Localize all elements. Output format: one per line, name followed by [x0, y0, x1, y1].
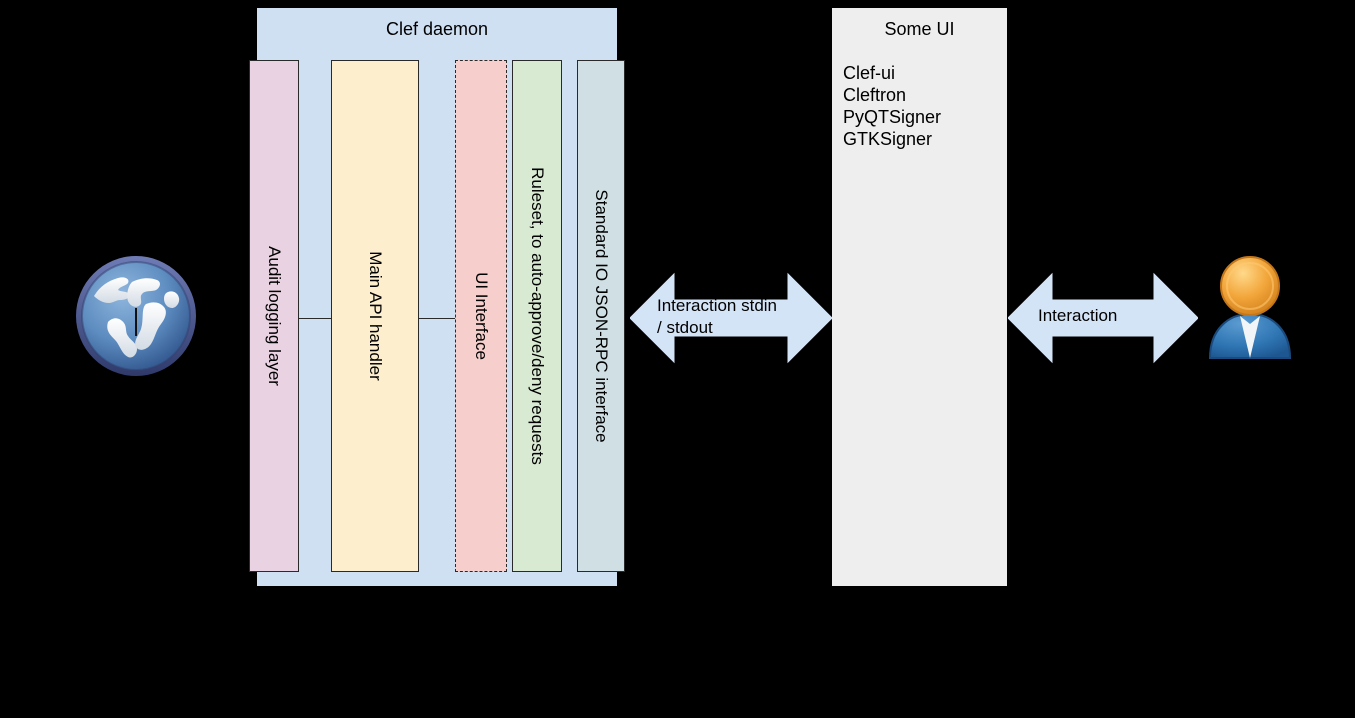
- globe-icon: [72, 252, 200, 380]
- connector-audit-api: [299, 318, 331, 319]
- interaction-arrow: [1008, 272, 1198, 364]
- list-item: Cleftron: [843, 85, 907, 105]
- layer-audit-logging[interactable]: Audit logging layer: [249, 60, 299, 572]
- list-item: PyQTSigner: [843, 107, 942, 127]
- some-ui-title: Some UI: [884, 19, 955, 39]
- layer-stdio-jsonrpc-label: Standard IO JSON-RPC interface: [592, 189, 611, 443]
- layer-main-api-handler[interactable]: Main API handler: [331, 60, 419, 572]
- some-ui-container: [832, 8, 1007, 586]
- layer-audit-logging-label: Audit logging layer: [265, 246, 284, 386]
- user-icon: [1204, 252, 1296, 360]
- layer-ruleset[interactable]: Ruleset, to auto-approve/deny requests: [512, 60, 562, 572]
- stdio-arrow-label: Interaction stdin / stdout: [657, 296, 778, 337]
- layer-ruleset-label: Ruleset, to auto-approve/deny requests: [528, 167, 547, 465]
- list-item: Clef-ui: [843, 63, 896, 83]
- stdio-arrow: [630, 272, 832, 364]
- layer-main-api-handler-label: Main API handler: [366, 251, 385, 381]
- list-item: GTKSigner: [843, 129, 933, 149]
- layer-ui-interface-label: UI Interface: [472, 272, 491, 360]
- connector-api-ui: [418, 318, 455, 319]
- clef-daemon-title: Clef daemon: [385, 19, 489, 39]
- interaction-arrow-label: Interaction: [1038, 306, 1118, 325]
- layer-ui-interface[interactable]: UI Interface: [455, 60, 507, 572]
- clef-daemon-container: [257, 8, 617, 586]
- some-ui-list: Clef-ui Cleftron PyQTSigner GTKSigner: [843, 62, 1003, 150]
- layer-stdio-jsonrpc[interactable]: Standard IO JSON-RPC interface: [577, 60, 625, 572]
